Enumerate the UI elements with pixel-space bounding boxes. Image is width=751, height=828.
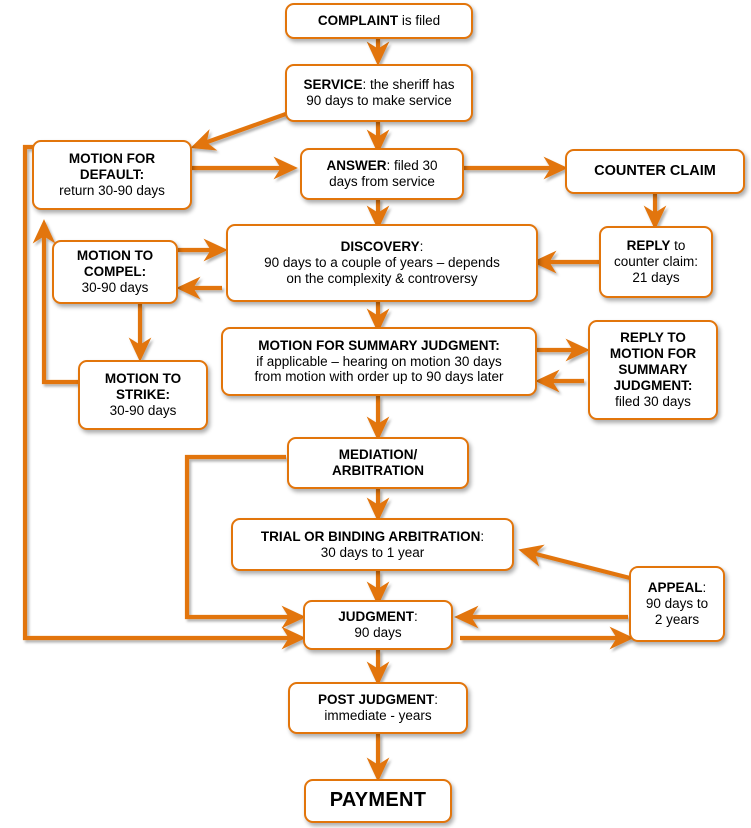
node-payment-text: PAYMENT: [329, 789, 427, 812]
node-motion-for-default[interactable]: MOTION FOR DEFAULT: return 30-90 days: [32, 140, 192, 210]
node-motion-to-compel[interactable]: MOTION TO COMPEL: 30-90 days: [52, 240, 178, 304]
node-motion-for-summary-judgment[interactable]: MOTION FOR SUMMARY JUDGMENT: if applicab…: [221, 327, 537, 396]
node-payment[interactable]: PAYMENT: [304, 779, 452, 823]
node-mediation-arbitration-text: MEDIATION/ ARBITRATION: [332, 447, 424, 478]
node-reply-counter-claim-text: REPLY to counter claim: 21 days: [613, 238, 699, 285]
node-counter-claim[interactable]: COUNTER CLAIM: [565, 149, 745, 194]
node-motion-to-strike[interactable]: MOTION TO STRIKE: 30-90 days: [78, 360, 208, 430]
node-motion-to-compel-text: MOTION TO COMPEL: 30-90 days: [76, 248, 154, 295]
node-counter-claim-text: COUNTER CLAIM: [594, 162, 716, 179]
node-motion-for-default-text: MOTION FOR DEFAULT: return 30-90 days: [59, 151, 165, 198]
node-trial-or-binding-arbitration[interactable]: TRIAL OR BINDING ARBITRATION: 30 days to…: [231, 518, 514, 571]
node-discovery-text: DISCOVERY: 90 days to a couple of years …: [264, 239, 500, 286]
node-motion-to-strike-text: MOTION TO STRIKE: 30-90 days: [104, 371, 182, 418]
node-answer-text: ANSWER: filed 30 days from service: [326, 158, 438, 189]
edge-appeal-trial: [518, 544, 631, 581]
node-complaint-text: COMPLAINT is filed: [317, 13, 441, 29]
node-motion-for-summary-judgment-text: MOTION FOR SUMMARY JUDGMENT: if applicab…: [254, 337, 504, 385]
node-appeal[interactable]: APPEAL: 90 days to 2 years: [629, 566, 725, 642]
node-reply-to-motion-for-summary-judgment[interactable]: REPLY TO MOTION FOR SUMMARY JUDGMENT: fi…: [588, 320, 718, 420]
node-post-judgment[interactable]: POST JUDGMENT: immediate - years: [288, 682, 468, 734]
node-judgment-text: JUDGMENT: 90 days: [338, 609, 418, 640]
node-answer[interactable]: ANSWER: filed 30 days from service: [300, 148, 464, 200]
node-judgment[interactable]: JUDGMENT: 90 days: [303, 600, 453, 650]
node-post-judgment-text: POST JUDGMENT: immediate - years: [317, 692, 439, 723]
node-mediation-arbitration[interactable]: MEDIATION/ ARBITRATION: [287, 437, 469, 489]
node-complaint[interactable]: COMPLAINT is filed: [285, 3, 473, 39]
node-reply-counter-claim[interactable]: REPLY to counter claim: 21 days: [599, 226, 713, 298]
node-service-text: SERVICE: the sheriff has 90 days to make…: [303, 77, 455, 108]
node-discovery[interactable]: DISCOVERY: 90 days to a couple of years …: [226, 224, 538, 302]
node-reply-to-motion-for-summary-judgment-text: REPLY TO MOTION FOR SUMMARY JUDGMENT: fi…: [609, 330, 697, 409]
node-service[interactable]: SERVICE: the sheriff has 90 days to make…: [285, 64, 473, 122]
node-appeal-text: APPEAL: 90 days to 2 years: [645, 580, 709, 627]
edge-service-motion-default: [190, 108, 298, 151]
node-trial-or-binding-arbitration-text: TRIAL OR BINDING ARBITRATION: 30 days to…: [260, 528, 485, 560]
